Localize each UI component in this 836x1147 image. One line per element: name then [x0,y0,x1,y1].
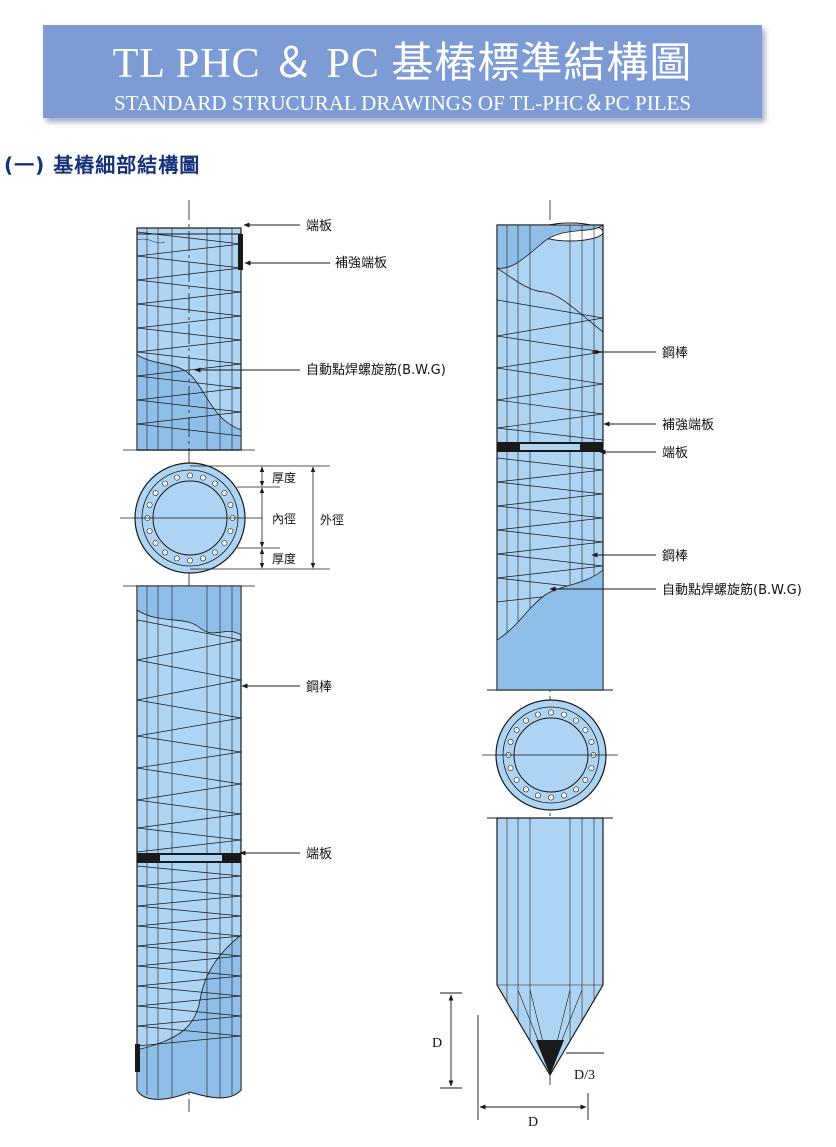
tip-height-label: D [432,1036,442,1051]
bar-hole [513,777,520,783]
right-upper-spiral [496,299,604,441]
left-pile-bottom-segment [123,585,255,1100]
tip-point-label: D/3 [574,1068,595,1083]
title-banner: TL PHC ＆ PC 基樁標準結構圖 STANDARD STRUCURAL D… [43,25,762,118]
left-pile: 厚度 內徑 外徑 厚度 [120,200,344,1112]
bar-hole [548,709,554,716]
thickness-top-label: 厚度 [272,470,296,485]
outer-diameter-label: 外徑 [320,513,344,527]
bar-hole [513,727,520,733]
bar-hole [146,501,153,508]
bar-hole [227,501,234,508]
bar-hole [582,777,589,783]
inner-diameter-label: 內徑 [272,512,296,526]
left-bottom-spiral-upper [136,619,242,853]
bar-hole [162,549,168,556]
right-steel-bar-top-label: 鋼棒 [662,346,688,361]
bar-hole [146,528,153,534]
right-pile-upper-segment [487,222,613,691]
bar-hole [523,786,529,793]
bar-hole [561,711,567,718]
bar-hole [588,739,595,745]
bar-hole [588,765,595,771]
bar-hole [173,474,180,481]
bar-hole [573,717,579,724]
right-spiral-label: 自動點焊螺旋筋(B.W.G) [662,582,802,598]
right-steel-bar-mid-label: 鋼棒 [662,549,688,564]
bar-hole [212,549,218,556]
bar-hole [573,786,579,793]
bar-hole [535,792,541,799]
bar-hole [200,555,206,562]
bar-hole [535,711,541,718]
right-lower-spiral [496,457,604,603]
left-spiral-label: 自動點焊螺旋筋(B.W.G) [306,362,446,378]
right-leader-lines [549,349,656,592]
left-cross-section [120,462,262,574]
left-end-plate-joint-label: 端板 [306,847,332,862]
right-pile-tip-segment [487,817,613,1077]
bar-hole [152,540,159,546]
bar-hole [548,794,554,801]
page-subtitle: STANDARD STRUCURAL DRAWINGS OF TL-PHC＆PC… [113,91,692,115]
bar-hole [187,557,193,564]
left-bottom-spiral-lower [136,865,242,1047]
bar-hole [221,490,228,496]
left-end-plate-label: 端板 [306,219,332,234]
bar-hole [582,727,589,733]
bar-hole [200,474,206,481]
tip-point-mark [536,1040,564,1075]
right-reinforcing-plate-label: 補強端板 [662,418,714,433]
left-bottom-vertical-lines [146,586,233,1098]
bar-hole [227,528,234,534]
bar-hole [561,792,567,799]
tip-dimension-lines [440,992,604,1120]
left-dimension-lines [190,465,330,570]
right-end-plate-label: 端板 [662,446,688,461]
tip-width-label: D [528,1115,538,1130]
left-leader-lines [194,222,330,856]
bar-hole [507,739,514,745]
bar-hole [173,555,180,562]
left-reinforcing-plate-label: 補強端板 [335,256,387,271]
bar-hole [212,480,218,487]
bar-hole [507,765,514,771]
section-heading: (一) 基樁細部結構圖 [4,153,201,177]
right-pile [482,200,618,1085]
bar-hole [221,540,228,546]
bar-hole [187,472,193,479]
bar-hole [162,480,168,487]
page-title: TL PHC ＆ PC 基樁標準結構圖 [112,41,693,87]
left-reinforcing-plate-mark [238,234,243,270]
right-cross-section [482,699,618,811]
thickness-bottom-label: 厚度 [272,551,296,566]
bar-hole [523,717,529,724]
bar-hole [152,490,159,496]
left-steel-bar-label: 鋼棒 [306,680,332,695]
